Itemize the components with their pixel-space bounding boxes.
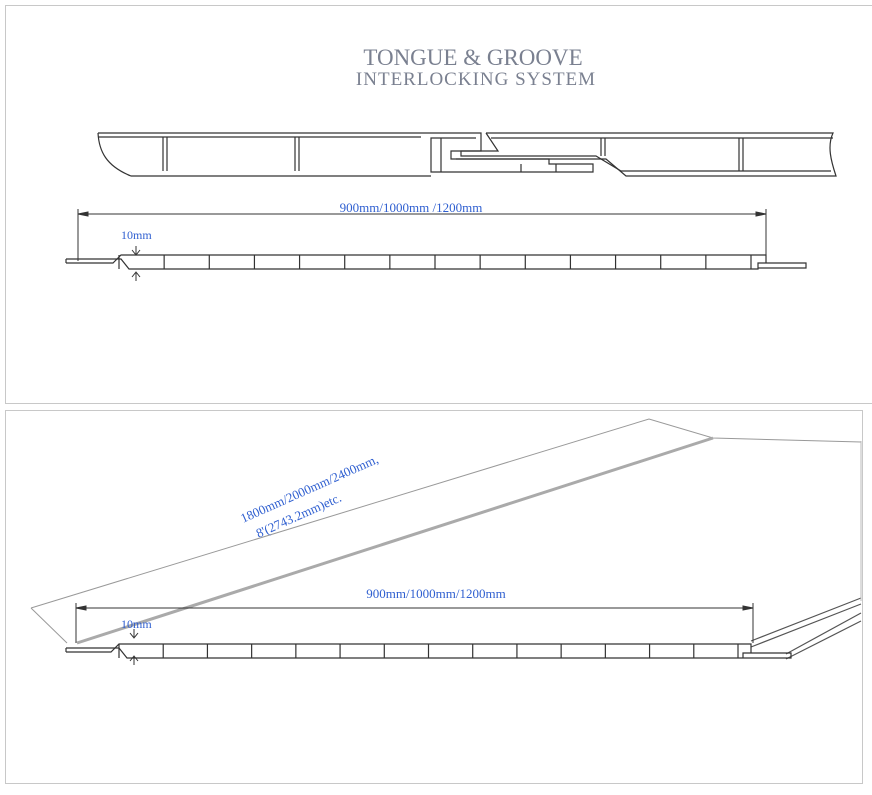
interlock-detail-drawing: [97, 132, 837, 177]
title-line-2: INTERLOCKING SYSTEM: [356, 69, 596, 90]
title-line-1: TONGUE & GROOVE: [363, 45, 582, 70]
bottom-panel-profile-strip: [65, 643, 792, 659]
bottom-thickness-label: 10mm: [121, 617, 152, 631]
top-width-label: 900mm/1000mm /1200mm: [340, 200, 483, 215]
panel-length-outline: [30, 418, 862, 660]
top-diagram-panel: TONGUE & GROOVE INTERLOCKING SYSTEM 900m…: [5, 5, 872, 404]
bottom-width-label: 900mm/1000mm/1200mm: [366, 586, 505, 601]
bottom-width-dimension: [75, 603, 754, 665]
top-width-dimension: [77, 209, 767, 281]
top-thickness-label: 10mm: [121, 228, 152, 242]
bottom-diagram-panel: 900mm/1000mm/1200mm 10mm 1800mm/2000mm/2…: [5, 410, 863, 784]
panel-perspective-drawing: 900mm/1000mm/1200mm 10mm 1800mm/2000mm/2…: [30, 418, 862, 665]
tongue-groove-cross-section: TONGUE & GROOVE INTERLOCKING SYSTEM 900m…: [65, 45, 837, 281]
top-panel-profile-strip: [65, 254, 807, 270]
